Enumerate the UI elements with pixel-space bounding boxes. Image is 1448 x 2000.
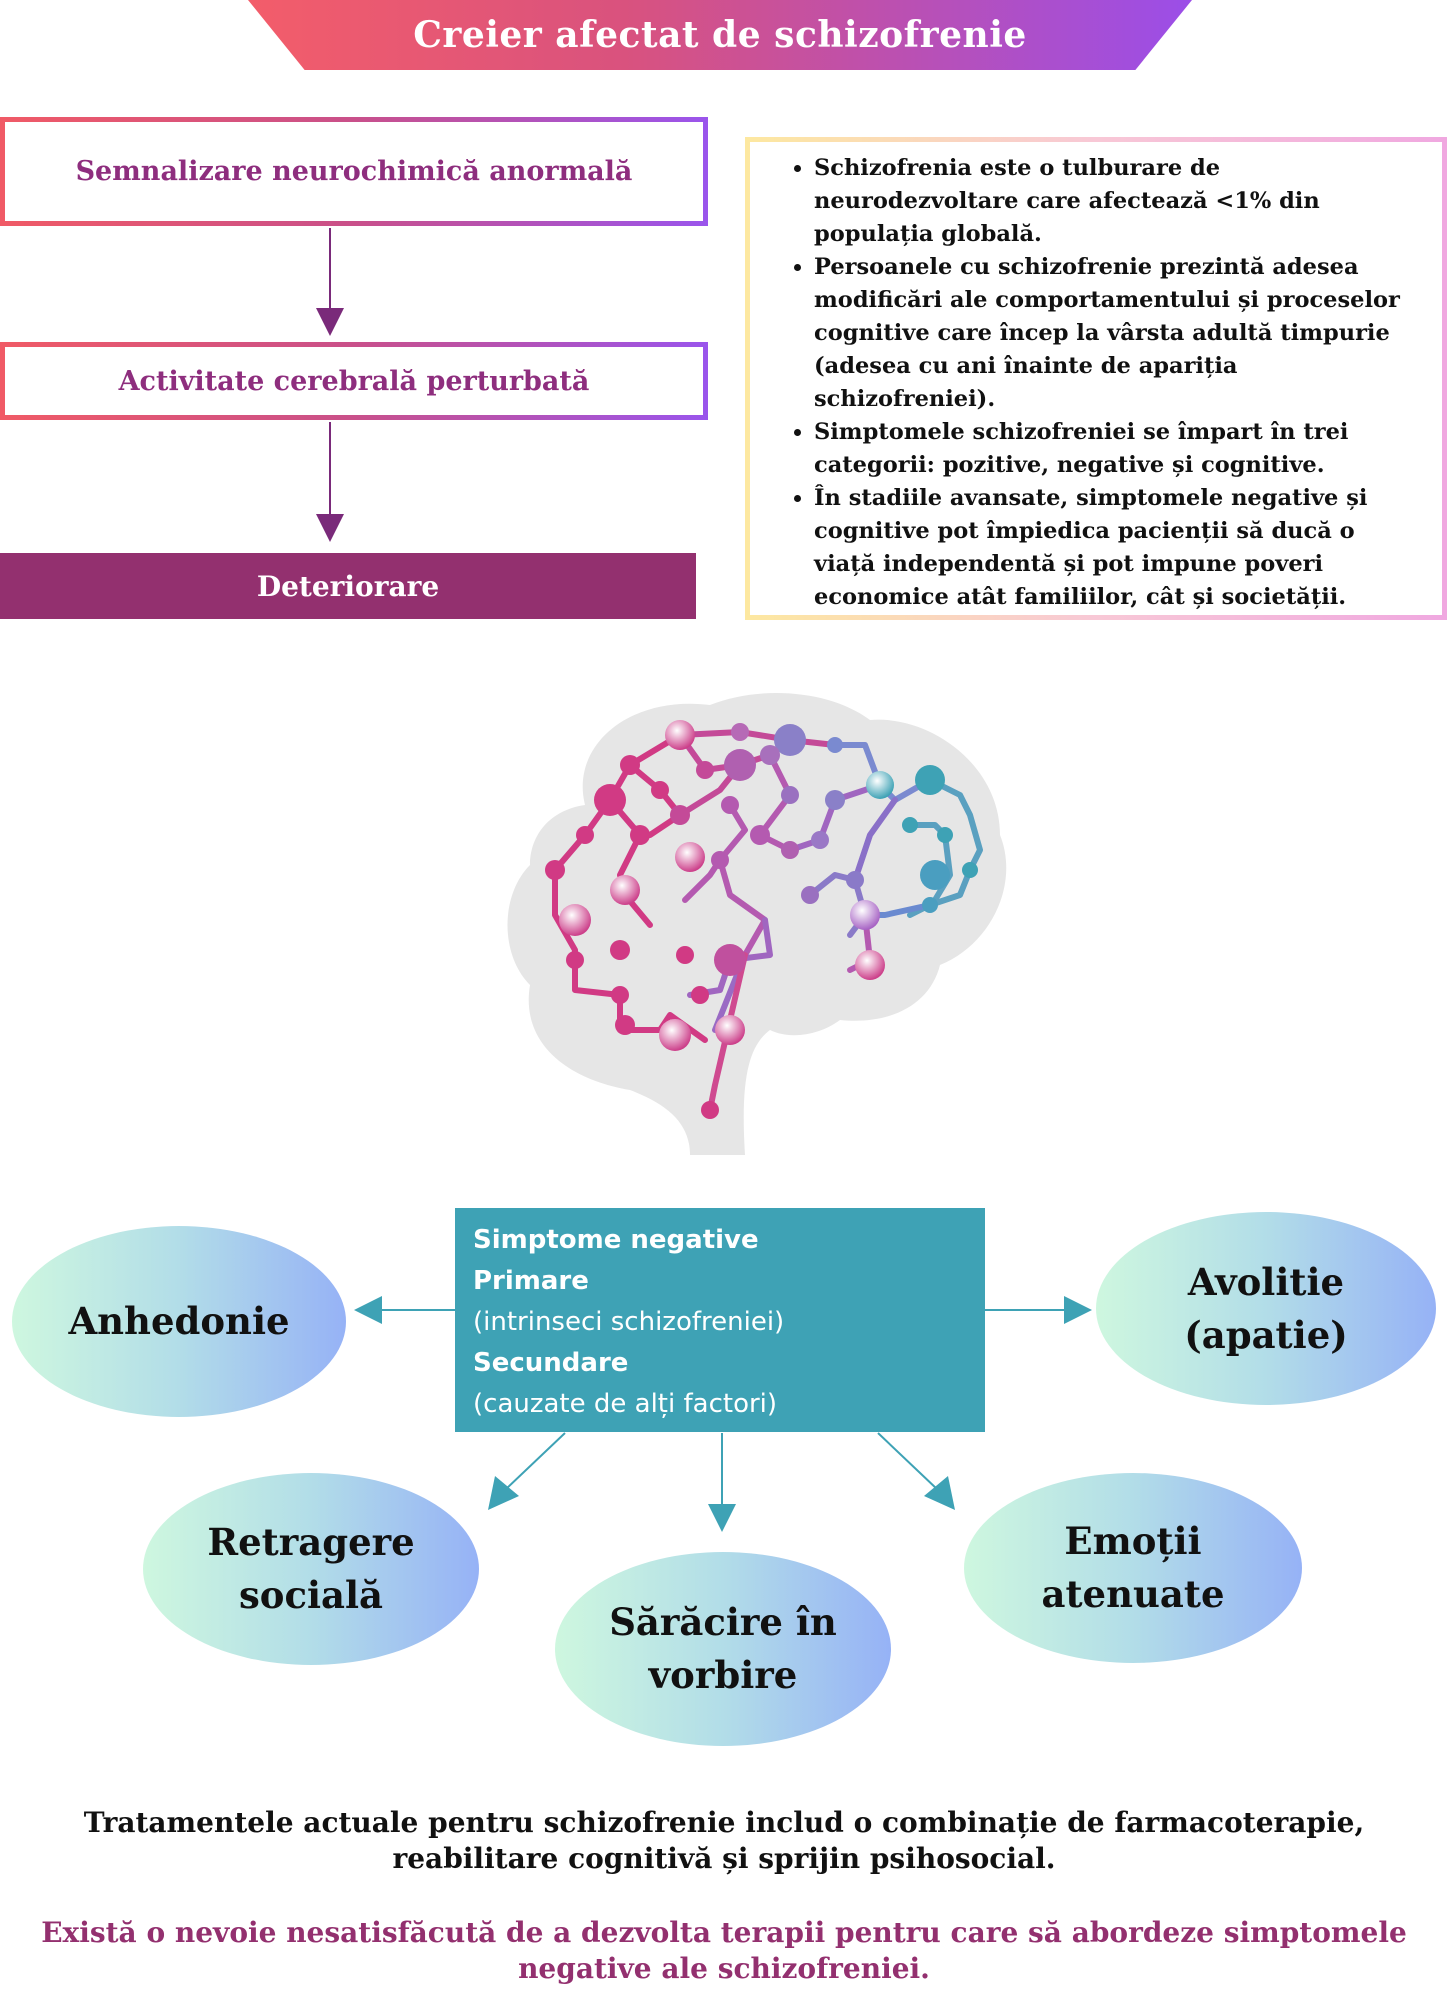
info-bullet-4: În stadiile avansate, simptomele negativ… bbox=[814, 482, 1412, 614]
symptom-retragere-line2: socială bbox=[238, 1573, 384, 1617]
info-bullet-2: Persoanele cu schizofrenie prezintă ades… bbox=[814, 251, 1412, 416]
arrow-right-head bbox=[1064, 1296, 1092, 1324]
negative-primary-desc: (intrinseci schizofreniei) bbox=[473, 1307, 785, 1337]
negative-title: Simptome negative bbox=[473, 1225, 759, 1255]
flow-step-2: Activitate cerebrală perturbată bbox=[5, 347, 703, 415]
flow-box-signal: Semnalizare neurochimică anormală bbox=[0, 117, 708, 226]
arrow-downright-head bbox=[924, 1476, 955, 1510]
title-banner: Creier afectat de schizofrenie bbox=[248, 0, 1192, 70]
arrow-downright-line bbox=[877, 1432, 939, 1491]
symptom-emotii-line2: atenuate bbox=[1041, 1572, 1225, 1616]
flow-arrow-1-head bbox=[316, 308, 344, 336]
arrow-left-head bbox=[354, 1296, 382, 1324]
symptom-retragere-line1: Retragere bbox=[207, 1520, 415, 1564]
info-bullet-1: Schizofrenia este o tulburare de neurode… bbox=[814, 152, 1412, 251]
flow-arrow-2-head bbox=[316, 514, 344, 542]
symptom-avolitie-line2: (apatie) bbox=[1184, 1312, 1348, 1357]
symptom-retragere: Retragere socială bbox=[143, 1473, 479, 1665]
arrow-downleft-line bbox=[504, 1432, 566, 1491]
info-bullet-3: Simptomele schizofreniei se împart în tr… bbox=[814, 416, 1412, 482]
negative-primary: Primare bbox=[473, 1266, 589, 1296]
symptom-emotii: Emoții atenuate bbox=[964, 1473, 1302, 1663]
negative-symptoms-box: Simptome negative Primare (intrinseci sc… bbox=[455, 1208, 985, 1432]
brain-silhouette bbox=[507, 693, 1007, 1155]
symptom-avolitie: Avolitie (apatie) bbox=[1096, 1212, 1436, 1405]
flow-arrows bbox=[316, 228, 344, 542]
arrow-down-head bbox=[708, 1504, 736, 1532]
symptom-anhedonie-label: Anhedonie bbox=[68, 1299, 290, 1343]
info-box: Schizofrenia este o tulburare de neurode… bbox=[745, 137, 1447, 620]
flow-step-3: Deteriorare bbox=[0, 553, 696, 619]
symptom-arrows bbox=[354, 1296, 1092, 1532]
symptom-saracire-line2: vorbire bbox=[648, 1653, 798, 1697]
negative-secondary-desc: (cauzate de alți factori) bbox=[473, 1389, 778, 1419]
symptom-avolitie-line1: Avolitie bbox=[1187, 1259, 1345, 1304]
symptom-saracire-line1: Sărăcire în bbox=[609, 1600, 837, 1644]
page-title: Creier afectat de schizofrenie bbox=[413, 14, 1027, 56]
flow-step-1: Semnalizare neurochimică anormală bbox=[5, 122, 703, 221]
brain-nodes bbox=[545, 720, 978, 1119]
symptom-emotii-line1: Emoții bbox=[1064, 1519, 1202, 1563]
flow-box-activity: Activitate cerebrală perturbată bbox=[0, 342, 708, 420]
brain-network-icon bbox=[507, 693, 1007, 1155]
info-list: Schizofrenia este o tulburare de neurode… bbox=[770, 152, 1412, 614]
negative-secondary: Secundare bbox=[473, 1348, 629, 1378]
symptom-saracire: Sărăcire în vorbire bbox=[555, 1552, 891, 1746]
arrow-downleft-head bbox=[488, 1476, 519, 1510]
symptom-anhedonie: Anhedonie bbox=[12, 1226, 346, 1417]
treatment-text: Tratamentele actuale pentru schizofrenie… bbox=[83, 1806, 1365, 1875]
unmet-need-text: Există o nevoie nesatisfăcută de a dezvo… bbox=[41, 1916, 1407, 1985]
